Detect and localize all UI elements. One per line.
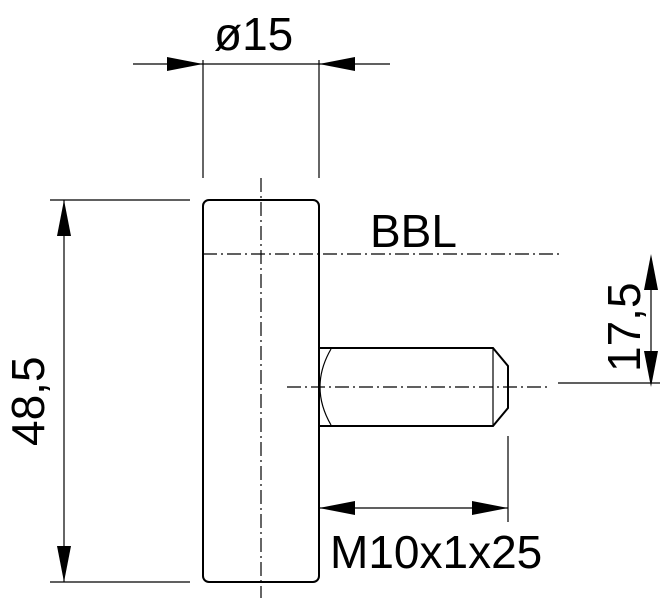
arrowhead [644, 254, 658, 290]
diameter-dimension: ø15 [133, 8, 390, 178]
arrowhead [57, 200, 71, 236]
thread-dimension: M10x1x25 [319, 436, 542, 578]
thread-label: M10x1x25 [330, 526, 542, 578]
height-dimension: 48,5 [2, 199, 190, 583]
arrowhead [472, 501, 508, 515]
offset-label: 17,5 [598, 282, 650, 372]
arrowhead [57, 546, 71, 582]
offset-dimension: 17,5 [558, 254, 660, 387]
arrowhead [319, 501, 355, 515]
arrowhead [644, 351, 658, 387]
bbl-label: BBL [370, 205, 457, 257]
diameter-label: ø15 [214, 8, 293, 60]
arrowhead [319, 57, 355, 71]
arrowhead [167, 57, 203, 71]
height-label: 48,5 [2, 356, 54, 446]
